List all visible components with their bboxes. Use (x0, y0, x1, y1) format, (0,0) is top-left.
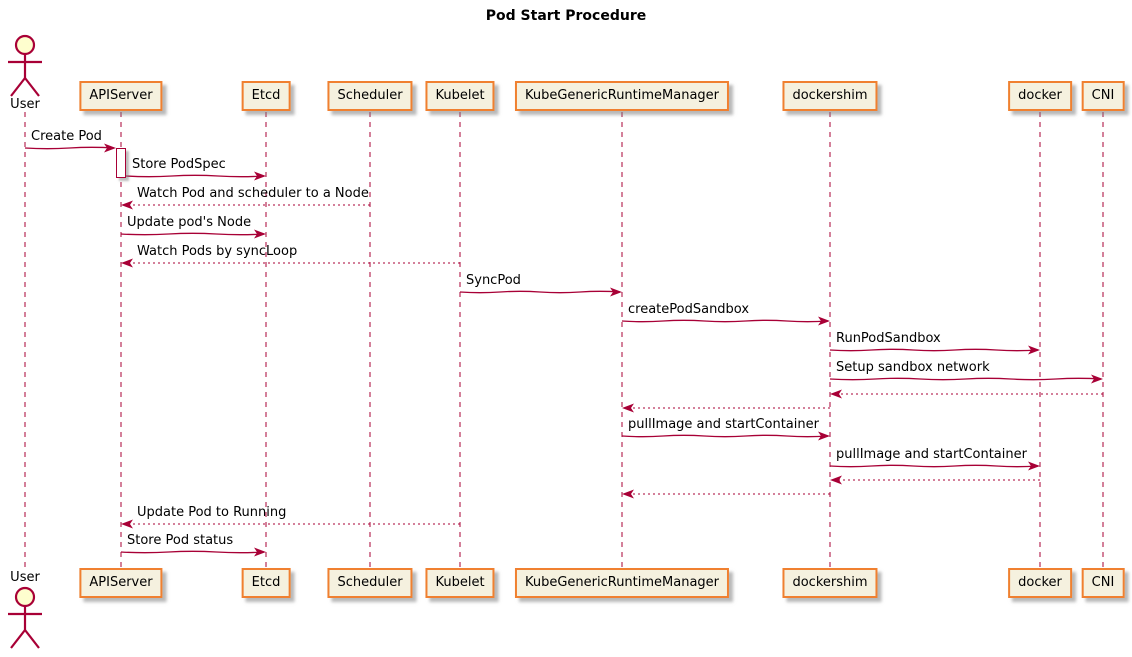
arrowhead-icon (610, 287, 622, 297)
participant-scheduler-top: Scheduler (327, 81, 413, 111)
message-3-label: Update pod's Node (127, 215, 252, 230)
message-5-label: SyncPod (466, 273, 521, 288)
message-5-line (459, 290, 621, 294)
message-3-line (120, 232, 265, 236)
arrowhead-icon (1028, 345, 1040, 355)
message-4-label: Watch Pods by syncLoop (137, 244, 298, 259)
arrowhead-icon (818, 316, 830, 326)
arrowhead-icon (1028, 461, 1040, 471)
message-6-line (621, 319, 829, 323)
arrowhead-icon (622, 489, 634, 499)
message-1-label: Store PodSpec (132, 157, 226, 172)
message-11-label: pullImage and startContainer (628, 417, 819, 432)
participant-kubelet-bot: Kubelet (425, 568, 495, 598)
message-12-label: pullImage and startContainer (836, 447, 1027, 462)
arrowhead-icon (1091, 374, 1103, 384)
message-16-line (120, 550, 265, 554)
actor-label-bottom: User (10, 570, 40, 585)
message-11-line (621, 434, 829, 438)
arrowhead-icon (121, 519, 133, 529)
participant-apiserver-bot: APIServer (79, 568, 163, 598)
arrowhead-icon (104, 143, 116, 153)
arrowhead-icon (622, 403, 634, 413)
message-1-line (125, 174, 265, 178)
message-0-line (24, 146, 115, 150)
participant-docker-top: docker (1008, 81, 1072, 111)
participant-kubegenericruntimemanager-top: KubeGenericRuntimeManager (514, 81, 730, 111)
message-2-label: Watch Pod and scheduler to a Node (137, 186, 369, 201)
participant-etcd-top: Etcd (241, 81, 291, 111)
activation-bar-apiserver (116, 148, 126, 178)
participant-scheduler-bot: Scheduler (327, 568, 413, 598)
message-8-line (829, 377, 1102, 381)
participant-apiserver-top: APIServer (79, 81, 163, 111)
arrowhead-icon (121, 258, 133, 268)
participant-dockershim-top: dockershim (782, 81, 878, 111)
participant-kubegenericruntimemanager-bot: KubeGenericRuntimeManager (514, 568, 730, 598)
participant-docker-bot: docker (1008, 568, 1072, 598)
message-7-line (829, 348, 1039, 352)
arrowhead-icon (830, 389, 842, 399)
message-15-label: Update Pod to Running (137, 505, 287, 520)
arrowhead-icon (254, 171, 266, 181)
participant-kubelet-top: Kubelet (425, 81, 495, 111)
actor-figure-top (8, 34, 42, 97)
participant-cni-bot: CNI (1081, 568, 1125, 598)
message-7-label: RunPodSandbox (836, 331, 941, 346)
participant-dockershim-bot: dockershim (782, 568, 878, 598)
actor-label-top: User (10, 97, 40, 112)
message-16-label: Store Pod status (127, 533, 234, 548)
arrowhead-icon (818, 431, 830, 441)
message-12-line (829, 464, 1039, 468)
message-8-label: Setup sandbox network (836, 360, 990, 375)
arrowhead-icon (254, 229, 266, 239)
arrowhead-icon (254, 547, 266, 557)
message-6-label: createPodSandbox (628, 302, 750, 317)
diagram-title: Pod Start Procedure (485, 8, 647, 24)
message-0-label: Create Pod (31, 129, 102, 144)
arrowhead-icon (830, 475, 842, 485)
actor-figure-bottom (8, 586, 42, 649)
participant-cni-top: CNI (1081, 81, 1125, 111)
participant-etcd-bot: Etcd (241, 568, 291, 598)
arrowhead-icon (121, 200, 133, 210)
